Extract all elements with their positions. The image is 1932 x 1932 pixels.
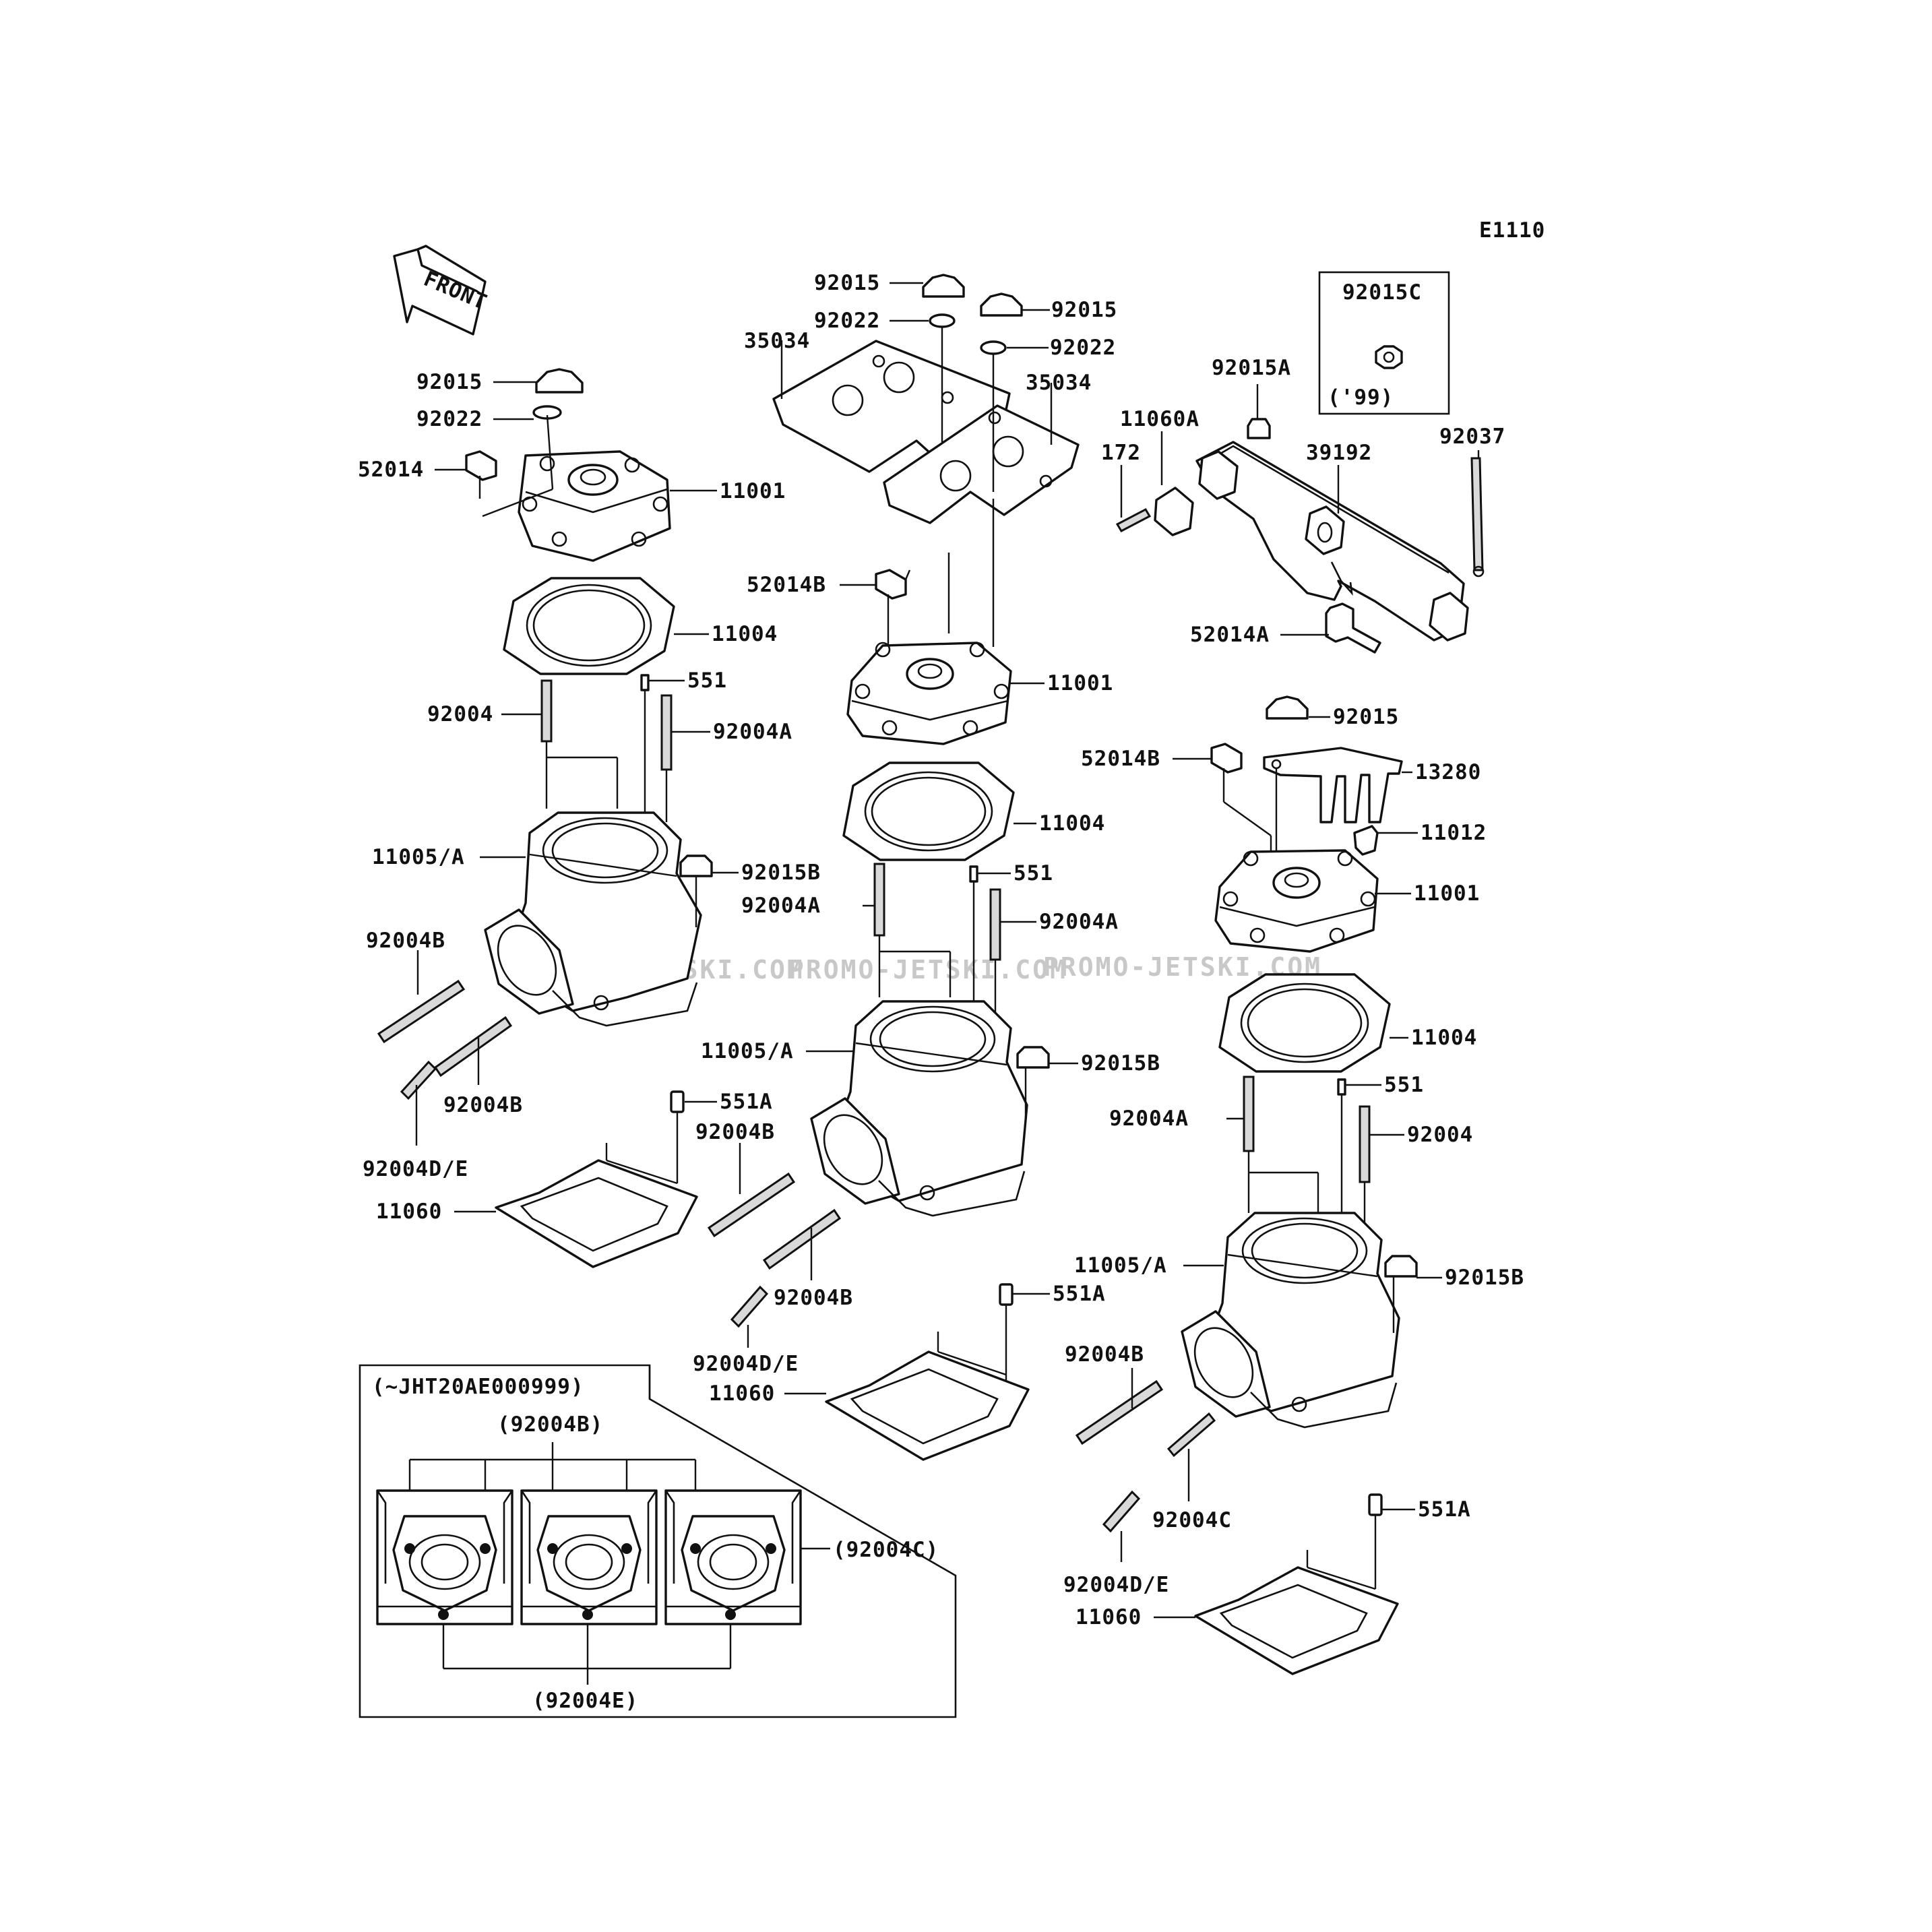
part-label: 551 <box>1014 861 1053 885</box>
part-label: 92015B <box>1445 1266 1524 1290</box>
part-label: 92022 <box>416 407 482 431</box>
left-assembly <box>377 368 713 1268</box>
part-label: 92015 <box>1051 298 1117 322</box>
part-label: 35034 <box>1026 371 1092 395</box>
watermark: PROMO-JETSKI.COM <box>788 955 1067 985</box>
cylinder-port <box>376 1489 513 1625</box>
part-label: 92015 <box>416 370 482 394</box>
inset-99-box: 92015C ('99) <box>1318 271 1450 415</box>
part-label: 11060 <box>376 1199 442 1224</box>
part-label: 13280 <box>1415 760 1481 784</box>
part-label: 92015 <box>814 271 880 295</box>
inset-99-part: 92015C <box>1342 280 1422 305</box>
part-label: 92004B <box>1065 1342 1144 1367</box>
center-assembly <box>707 274 1080 1461</box>
part-label: 92004A <box>1109 1107 1189 1131</box>
part-label: 551A <box>720 1090 773 1114</box>
center-leaders <box>739 282 1078 1395</box>
part-label: 11004 <box>1039 811 1105 836</box>
inset-bottom-label: (92004E) <box>532 1689 638 1713</box>
part-label: 92004B <box>774 1286 853 1310</box>
part-label: 92004A <box>713 720 792 744</box>
part-label: 92004D/E <box>363 1157 468 1181</box>
left-leaders <box>415 381 739 1213</box>
inset-99-note: ('99) <box>1328 385 1394 410</box>
part-label: 11060 <box>709 1381 775 1406</box>
part-label: 172 <box>1101 441 1141 465</box>
part-label: 92004B <box>443 1093 523 1117</box>
part-label: 92004C <box>1152 1508 1232 1532</box>
page-code: E1110 <box>1479 218 1545 243</box>
part-label: 92015B <box>741 861 821 885</box>
inset-top-label: (92004B) <box>497 1412 603 1437</box>
part-label: 11001 <box>720 479 786 503</box>
part-label: 92004 <box>1407 1123 1473 1147</box>
part-label: 92004D/E <box>1063 1573 1169 1597</box>
part-label: 92004A <box>741 894 821 918</box>
part-label: 92022 <box>1050 336 1116 360</box>
part-label: 35034 <box>744 329 810 353</box>
part-label: 52014B <box>1081 747 1160 771</box>
part-label: 551 <box>687 668 727 693</box>
front-arrow: FRONT <box>393 245 491 336</box>
part-label: 52014 <box>358 458 424 482</box>
part-label: 52014B <box>747 573 826 597</box>
cylinder-port <box>664 1489 802 1625</box>
part-label: 11060 <box>1076 1605 1142 1629</box>
right-leaders <box>1120 384 1480 1619</box>
part-label: 551A <box>1053 1282 1106 1306</box>
part-label: 11005/A <box>701 1039 794 1063</box>
inset-title: (~JHT20AE000999) <box>372 1375 584 1399</box>
serial-inset-box: (~JHT20AE000999) (92004B) (92004C) (9200… <box>359 1364 957 1718</box>
part-label: 551A <box>1418 1497 1471 1522</box>
cylinder-port <box>520 1489 658 1625</box>
part-label: 11001 <box>1414 881 1480 906</box>
part-label: 11005/A <box>1074 1253 1167 1278</box>
part-label: 11005/A <box>372 845 465 869</box>
part-label: 11060A <box>1120 407 1199 431</box>
part-label: 39192 <box>1306 441 1372 465</box>
right-assembly <box>1075 418 1485 1675</box>
part-label: 11004 <box>1411 1026 1477 1050</box>
part-label: 11012 <box>1421 821 1487 845</box>
part-label: 92015A <box>1212 356 1291 380</box>
part-label: 92004D/E <box>693 1352 799 1376</box>
part-label: 92015 <box>1333 705 1399 729</box>
part-label: 11004 <box>712 622 778 646</box>
part-label: 92015B <box>1081 1051 1160 1076</box>
part-label: 52014A <box>1190 623 1270 647</box>
part-label: 92004B <box>695 1120 775 1144</box>
part-label: 92022 <box>814 309 880 333</box>
inset-side-label: (92004C) <box>833 1538 939 1562</box>
part-label: 551 <box>1384 1073 1424 1097</box>
part-label: 92037 <box>1439 425 1505 449</box>
part-label: 92004 <box>427 702 493 726</box>
part-label: 92004A <box>1039 910 1119 934</box>
part-label: 11001 <box>1047 671 1113 695</box>
part-label: 92004B <box>366 929 445 953</box>
